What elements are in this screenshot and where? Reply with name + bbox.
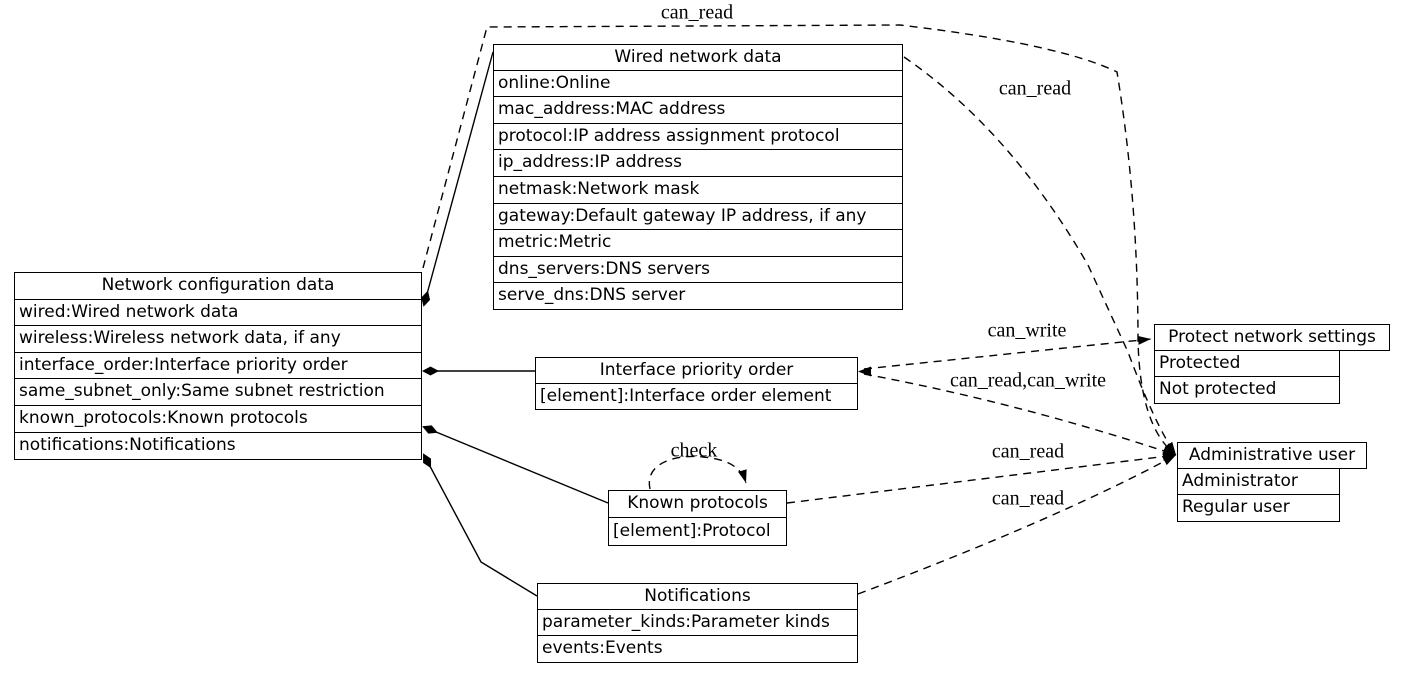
edge-label-check: check bbox=[670, 439, 718, 462]
attribute-row-known-protocols: known_protocols:Known protocols bbox=[14, 405, 422, 434]
node-title: Protect network settings bbox=[1154, 324, 1390, 351]
attribute-row-gateway: gateway:Default gateway IP address, if a… bbox=[493, 202, 903, 231]
edge-label-can-read-notifications: can_read bbox=[991, 487, 1065, 510]
node-administrative-user: Administrative user Administrator Regula… bbox=[1177, 442, 1367, 523]
node-protect-network-settings: Protect network settings Protected Not p… bbox=[1154, 324, 1390, 405]
edge-can-read-can-write bbox=[863, 373, 1177, 456]
attribute-row-metric: metric:Metric bbox=[493, 229, 903, 258]
edge-label-can-write: can_write bbox=[987, 319, 1067, 342]
attribute-row-online: online:Online bbox=[493, 69, 903, 98]
attribute-row-protocol: protocol:IP address assignment protocol bbox=[493, 122, 903, 151]
edge-can-read-known-protocols bbox=[786, 452, 1177, 504]
edge-can-read-top bbox=[422, 24, 1177, 456]
attribute-row-wired: wired:Wired network data bbox=[14, 298, 422, 327]
attribute-row-mac-address: mac_address:MAC address bbox=[493, 96, 903, 125]
edge-composition-wired bbox=[421, 51, 494, 307]
edge-label-can-read-top: can_read bbox=[660, 1, 734, 24]
edge-check-self-loop bbox=[648, 455, 747, 490]
node-known-protocols: Known protocols [element]:Protocol bbox=[608, 490, 787, 546]
attribute-row-ip-address: ip_address:IP address bbox=[493, 149, 903, 178]
node-wired-network-data: Wired network data online:Online mac_add… bbox=[493, 44, 903, 311]
attribute-row-netmask: netmask:Network mask bbox=[493, 176, 903, 205]
node-title: Network configuration data bbox=[14, 272, 422, 300]
enum-row-not-protected: Not protected bbox=[1154, 376, 1340, 405]
edge-label-can-read-wired: can_read bbox=[998, 77, 1072, 100]
attribute-row-element: [element]:Interface order element bbox=[535, 382, 858, 410]
node-notifications: Notifications parameter_kinds:Parameter … bbox=[537, 583, 858, 664]
enum-row-regular-user: Regular user bbox=[1177, 494, 1340, 523]
node-title: Administrative user bbox=[1177, 442, 1367, 469]
edge-can-write bbox=[863, 335, 1152, 370]
node-interface-priority-order: Interface priority order [element]:Inter… bbox=[535, 357, 858, 410]
attribute-row-dns-servers: dns_servers:DNS servers bbox=[493, 255, 903, 284]
attribute-row-events: events:Events bbox=[537, 635, 858, 664]
attribute-row-same-subnet-only: same_subnet_only:Same subnet restriction bbox=[14, 378, 422, 407]
node-title: Known protocols bbox=[608, 490, 787, 518]
attribute-row-serve-dns: serve_dns:DNS server bbox=[493, 282, 903, 311]
enum-row-protected: Protected bbox=[1154, 349, 1340, 378]
edge-can-read-wired bbox=[903, 56, 1177, 456]
attribute-row-notifications: notifications:Notifications bbox=[14, 431, 422, 460]
edge-can-read-notifications bbox=[857, 454, 1177, 595]
attribute-row-wireless: wireless:Wireless network data, if any bbox=[14, 325, 422, 354]
edge-composition-known-protocols bbox=[422, 425, 609, 504]
arrowhead-into-interface-order bbox=[858, 366, 871, 377]
attribute-row-parameter-kinds: parameter_kinds:Parameter kinds bbox=[537, 608, 858, 637]
edge-composition-notifications bbox=[423, 453, 538, 597]
node-title: Notifications bbox=[537, 583, 858, 610]
node-title: Wired network data bbox=[493, 44, 903, 71]
attribute-row-interface-order: interface_order:Interface priority order bbox=[14, 351, 422, 380]
edge-label-can-read-can-write: can_read,can_write bbox=[949, 369, 1107, 392]
attribute-row-element: [element]:Protocol bbox=[608, 516, 787, 546]
node-network-configuration-data: Network configuration data wired:Wired n… bbox=[14, 272, 422, 460]
edge-label-can-read-known: can_read bbox=[991, 440, 1065, 463]
node-title: Interface priority order bbox=[535, 357, 858, 384]
enum-row-administrator: Administrator bbox=[1177, 467, 1340, 496]
